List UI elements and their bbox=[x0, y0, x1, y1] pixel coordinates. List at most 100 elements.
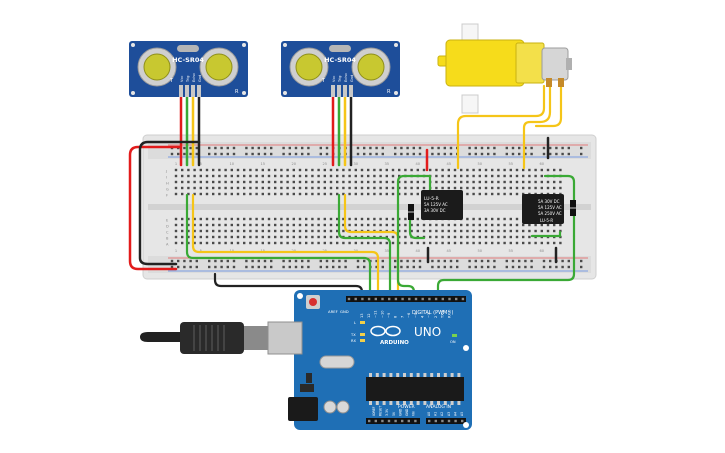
rail-hole[interactable] bbox=[189, 146, 192, 150]
breadboard-hole[interactable] bbox=[503, 217, 506, 221]
breadboard-hole[interactable] bbox=[236, 192, 240, 196]
breadboard-hole[interactable] bbox=[230, 235, 233, 239]
rail-hole[interactable] bbox=[505, 259, 508, 263]
rail-hole[interactable] bbox=[480, 259, 484, 263]
breadboard-hole[interactable] bbox=[212, 217, 215, 221]
breadboard-hole[interactable] bbox=[286, 235, 289, 239]
breadboard-hole[interactable] bbox=[348, 223, 351, 227]
breadboard-hole[interactable] bbox=[212, 223, 215, 227]
rail-hole[interactable] bbox=[449, 152, 453, 156]
breadboard-hole[interactable] bbox=[360, 174, 364, 178]
breadboard-hole[interactable] bbox=[298, 192, 302, 196]
breadboard-hole[interactable] bbox=[342, 217, 345, 221]
breadboard-hole[interactable] bbox=[311, 186, 314, 190]
breadboard-hole[interactable] bbox=[379, 168, 382, 172]
breadboard-hole[interactable] bbox=[249, 223, 252, 227]
rail-hole[interactable] bbox=[208, 146, 211, 150]
breadboard-hole[interactable] bbox=[528, 168, 531, 172]
breadboard-hole[interactable] bbox=[509, 180, 512, 184]
breadboard-hole[interactable] bbox=[472, 223, 475, 227]
breadboard-hole[interactable] bbox=[218, 241, 221, 245]
header-pin-hole[interactable] bbox=[434, 297, 438, 301]
rail-hole[interactable] bbox=[418, 152, 422, 156]
rail-hole[interactable] bbox=[542, 146, 546, 150]
breadboard-hole[interactable] bbox=[540, 180, 543, 184]
rail-hole[interactable] bbox=[412, 259, 415, 263]
breadboard-hole[interactable] bbox=[484, 174, 488, 178]
power-pin-hole[interactable] bbox=[407, 419, 410, 423]
breadboard-hole[interactable] bbox=[472, 229, 475, 233]
relay-2[interactable]: 5A 30V DC 5A 125V AC 5A 250V AC LU-5-R bbox=[522, 194, 576, 224]
breadboard-hole[interactable] bbox=[491, 241, 494, 245]
breadboard-hole[interactable] bbox=[367, 192, 370, 196]
analog-pin-hole[interactable] bbox=[434, 419, 437, 423]
breadboard-hole[interactable] bbox=[336, 186, 339, 190]
breadboard-hole[interactable] bbox=[212, 168, 215, 172]
rail-hole[interactable] bbox=[183, 152, 186, 156]
breadboard-hole[interactable] bbox=[193, 223, 196, 227]
rail-hole[interactable] bbox=[270, 259, 273, 263]
rail-hole[interactable] bbox=[561, 265, 564, 269]
breadboard-hole[interactable] bbox=[398, 180, 401, 184]
rail-hole[interactable] bbox=[437, 259, 440, 263]
rail-hole[interactable] bbox=[251, 152, 254, 156]
breadboard-hole[interactable] bbox=[546, 223, 550, 227]
breadboard-hole[interactable] bbox=[497, 168, 500, 172]
rail-hole[interactable] bbox=[437, 152, 440, 156]
breadboard-hole[interactable] bbox=[515, 186, 519, 190]
breadboard-hole[interactable] bbox=[236, 186, 240, 190]
breadboard-hole[interactable] bbox=[441, 241, 444, 245]
breadboard-hole[interactable] bbox=[329, 229, 333, 233]
breadboard-hole[interactable] bbox=[261, 217, 264, 221]
breadboard-hole[interactable] bbox=[404, 192, 407, 196]
rail-hole[interactable] bbox=[319, 259, 322, 263]
rail-hole[interactable] bbox=[214, 152, 217, 156]
rail-hole[interactable] bbox=[226, 152, 229, 156]
rail-hole[interactable] bbox=[561, 152, 564, 156]
power-pin-hole[interactable] bbox=[401, 419, 404, 423]
rail-hole[interactable] bbox=[468, 146, 471, 150]
breadboard-hole[interactable] bbox=[441, 168, 444, 172]
rail-hole[interactable] bbox=[301, 259, 304, 263]
rail-hole[interactable] bbox=[449, 259, 453, 263]
rail-hole[interactable] bbox=[245, 259, 248, 263]
breadboard-hole[interactable] bbox=[329, 235, 333, 239]
header-pin-hole[interactable] bbox=[361, 297, 364, 301]
breadboard-hole[interactable] bbox=[212, 186, 215, 190]
breadboard-hole[interactable] bbox=[435, 186, 438, 190]
breadboard-hole[interactable] bbox=[515, 235, 519, 239]
rail-hole[interactable] bbox=[381, 146, 384, 150]
rail-hole[interactable] bbox=[338, 259, 341, 263]
breadboard-hole[interactable] bbox=[267, 180, 271, 184]
breadboard-hole[interactable] bbox=[435, 168, 438, 172]
breadboard-hole[interactable] bbox=[199, 229, 202, 233]
relay-1[interactable]: LU-5-R 5A 125V AC 3A 30V DC bbox=[408, 190, 463, 220]
breadboard-hole[interactable] bbox=[342, 192, 345, 196]
breadboard-hole[interactable] bbox=[515, 217, 519, 221]
rail-hole[interactable] bbox=[189, 265, 192, 269]
breadboard-hole[interactable] bbox=[187, 229, 190, 233]
breadboard-hole[interactable] bbox=[416, 223, 419, 227]
breadboard-hole[interactable] bbox=[205, 229, 209, 233]
breadboard-hole[interactable] bbox=[280, 217, 283, 221]
breadboard-hole[interactable] bbox=[292, 186, 295, 190]
rail-hole[interactable] bbox=[288, 152, 291, 156]
breadboard-hole[interactable] bbox=[360, 223, 364, 227]
breadboard-hole[interactable] bbox=[410, 241, 413, 245]
breadboard-hole[interactable] bbox=[224, 241, 227, 245]
breadboard-hole[interactable] bbox=[522, 229, 525, 233]
header-pin-hole[interactable] bbox=[448, 297, 451, 301]
breadboard-hole[interactable] bbox=[224, 235, 227, 239]
breadboard-hole[interactable] bbox=[261, 241, 264, 245]
breadboard-hole[interactable] bbox=[398, 217, 401, 221]
breadboard-hole[interactable] bbox=[261, 174, 264, 178]
breadboard-hole[interactable] bbox=[503, 229, 506, 233]
breadboard-hole[interactable] bbox=[329, 168, 333, 172]
breadboard-hole[interactable] bbox=[484, 168, 488, 172]
breadboard-hole[interactable] bbox=[509, 186, 512, 190]
breadboard-hole[interactable] bbox=[249, 180, 252, 184]
rail-hole[interactable] bbox=[363, 265, 366, 269]
breadboard-hole[interactable] bbox=[453, 235, 457, 239]
rail-hole[interactable] bbox=[443, 146, 446, 150]
